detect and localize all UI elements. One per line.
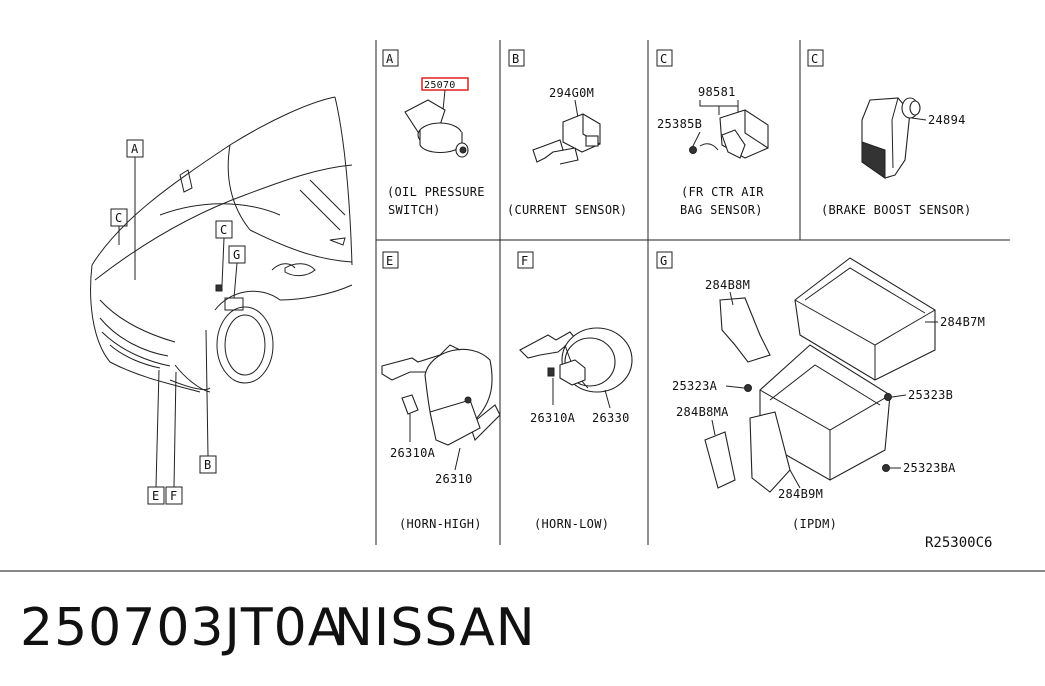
panel-g: G 284B8M 284B7M 25323A 25323B 284B8MA 25…: [656, 251, 985, 531]
horn-high-icon: [381, 344, 501, 446]
part-284b8ma[interactable]: 284B8MA: [676, 405, 729, 419]
part-26330[interactable]: 26330: [592, 411, 630, 425]
part-25385b[interactable]: 25385B: [657, 117, 702, 131]
part-284b7m[interactable]: 284B7M: [940, 315, 985, 329]
panel-f-caption-1: (HORN-LOW): [534, 517, 609, 531]
panel-g-caption-1: (IPDM): [792, 517, 837, 531]
callout-e: E: [152, 489, 159, 503]
part-25323ba[interactable]: 25323BA: [903, 461, 956, 475]
panel-c2-letter: C: [811, 52, 818, 66]
panel-e-caption-1: (HORN-HIGH): [399, 517, 482, 531]
part-294g0m[interactable]: 294G0M: [549, 86, 594, 100]
car-illustration: [90, 96, 353, 393]
panel-b-letter: B: [512, 52, 519, 66]
part-26310[interactable]: 26310: [435, 472, 473, 486]
horn-low-icon: [519, 327, 633, 393]
part-number-title: 250703JT0A: [20, 598, 345, 658]
panel-c1-letter: C: [660, 52, 667, 66]
panel-e: E 26310A 26310 (HORN-HIGH): [381, 251, 501, 531]
part-25323b[interactable]: 25323B: [908, 388, 953, 402]
part-26310a-horn-high[interactable]: 26310A: [390, 446, 436, 460]
panel-c-airbag: C 98581 25385B (FR CTR AIR BAG SENSOR): [656, 49, 769, 217]
panel-g-letter: G: [660, 254, 667, 268]
callout-a: A: [131, 142, 139, 156]
callout-b: B: [204, 458, 211, 472]
part-25323a[interactable]: 25323A: [672, 379, 718, 393]
panel-f-letter: F: [521, 254, 528, 268]
callout-f: F: [170, 489, 177, 503]
panel-c1-caption-2: BAG SENSOR): [680, 203, 763, 217]
callout-g: G: [233, 248, 240, 262]
callout-c-left: C: [115, 211, 122, 225]
panel-a-caption-1: (OIL PRESSURE: [387, 185, 485, 199]
part-25070[interactable]: 25070: [424, 80, 456, 91]
panel-e-letter: E: [386, 254, 393, 268]
brake-boost-sensor-icon: [861, 97, 921, 179]
diagram-ref-code: R25300C6: [925, 535, 992, 551]
part-284b9m[interactable]: 284B9M: [778, 487, 823, 501]
part-24894[interactable]: 24894: [928, 113, 966, 127]
panel-c-brake: C 24894 (BRAKE BOOST SENSOR): [807, 49, 972, 217]
callout-c-right: C: [220, 223, 227, 237]
part-284b8m[interactable]: 284B8M: [705, 278, 750, 292]
panel-grid: [375, 40, 1010, 545]
panel-c1-caption-1: (FR CTR AIR: [681, 185, 764, 199]
panel-a-letter: A: [386, 52, 394, 66]
panel-a-caption-2: SWITCH): [388, 203, 441, 217]
part-26310a-horn-low[interactable]: 26310A: [530, 411, 576, 425]
panel-a: A 25070 (OIL PRESSURE SWITCH): [382, 49, 485, 217]
panel-c2-caption-1: (BRAKE BOOST SENSOR): [821, 203, 972, 217]
panel-b-caption-1: (CURRENT SENSOR): [507, 203, 627, 217]
panel-b: B 294G0M (CURRENT SENSOR): [507, 49, 627, 217]
air-bag-sensor-icon: [689, 109, 769, 159]
part-98581[interactable]: 98581: [698, 85, 736, 99]
ipdm-icon: [704, 257, 936, 493]
car-callouts: A C C G E F B: [110, 139, 246, 505]
current-sensor-icon: [532, 113, 601, 165]
oil-pressure-switch-icon: [404, 99, 469, 158]
panel-f: F 26310A 26330 (HORN-LOW): [517, 251, 633, 531]
brand-name: NISSAN: [334, 598, 536, 658]
